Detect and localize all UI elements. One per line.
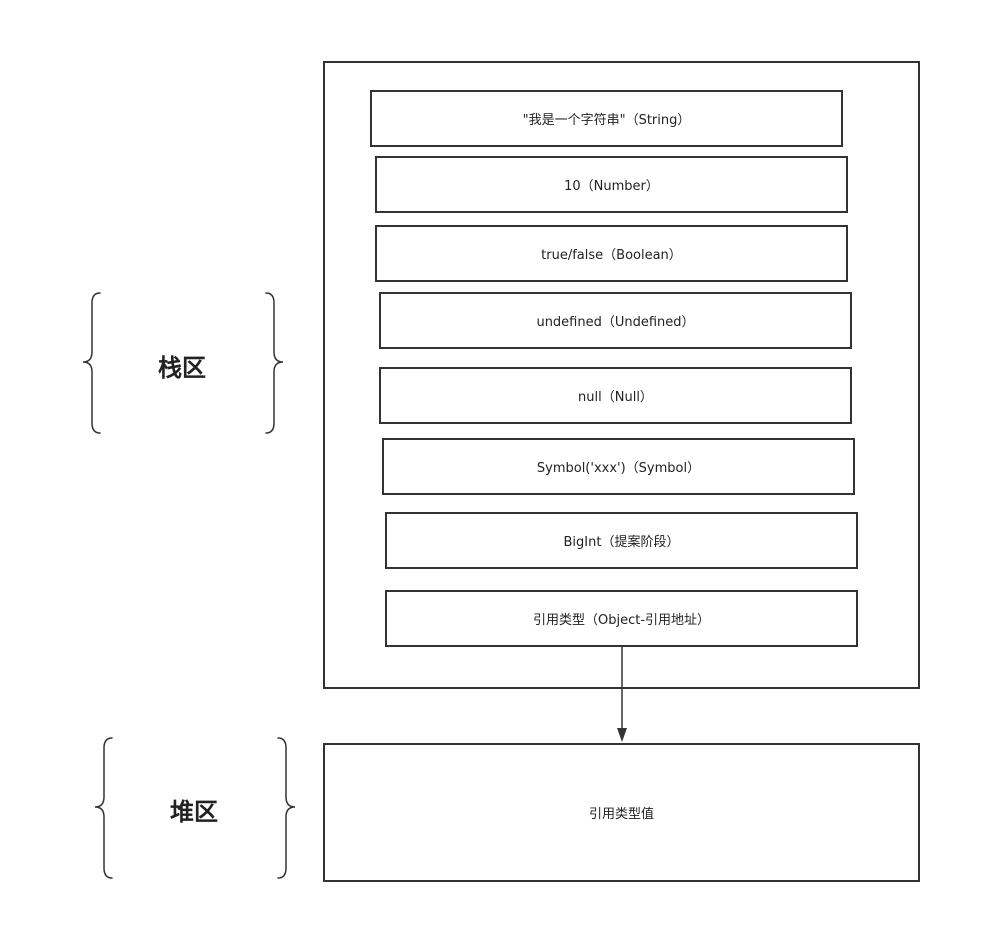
stack-left-brace xyxy=(82,292,101,434)
stack-slot-string: "我是一个字符串"（String） xyxy=(370,90,843,147)
stack-label: 栈区 xyxy=(158,354,206,382)
heap-label: 堆区 xyxy=(170,798,218,826)
reference-arrow-head xyxy=(617,728,627,742)
heap-frame: 引用类型值 xyxy=(323,743,920,882)
stack-slot-number: 10（Number） xyxy=(375,156,848,213)
stack-right-brace xyxy=(265,292,284,434)
stack-slot-symbol: Symbol('xxx')（Symbol） xyxy=(382,438,855,495)
heap-right-brace xyxy=(277,737,296,879)
heap-left-brace xyxy=(94,737,113,879)
heap-value: 引用类型值 xyxy=(588,807,654,822)
stack-slot-undefined: undefined（Undefined） xyxy=(379,292,852,349)
stack-slot-reference: 引用类型（Object-引用地址） xyxy=(385,590,858,647)
stack-slot-boolean: true/false（Boolean） xyxy=(375,225,848,282)
stack-slot-bigint: BigInt（提案阶段） xyxy=(385,512,858,569)
stack-slot-null: null（Null） xyxy=(379,367,852,424)
